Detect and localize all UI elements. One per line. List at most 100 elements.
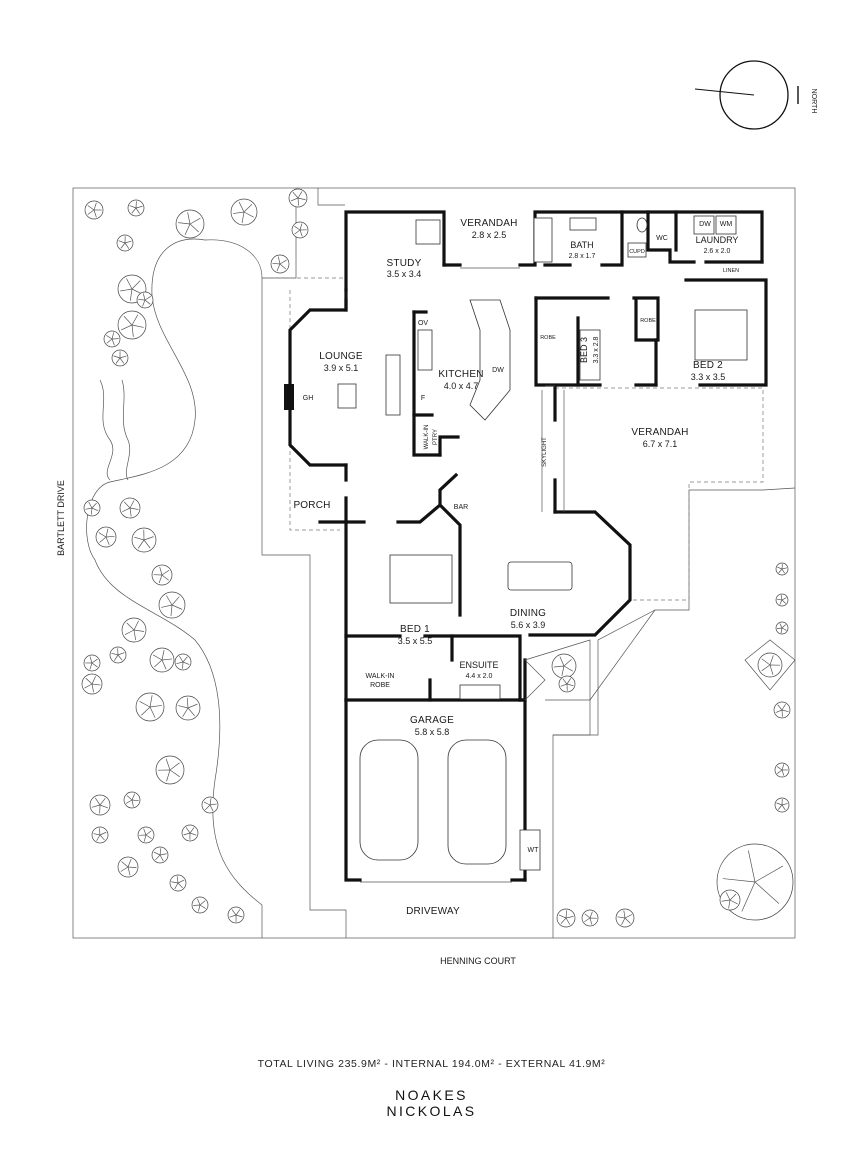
site-path [553, 609, 656, 736]
ensuite-name: ENSUITE [459, 660, 498, 670]
dashed-outlines [262, 277, 764, 601]
site-path [262, 188, 297, 279]
ensuite-dims: 4.4 x 2.0 [466, 673, 493, 680]
coffee-table [337, 383, 357, 409]
bed-3 [579, 329, 601, 381]
car-2 [447, 739, 507, 865]
tree-icon [127, 199, 145, 217]
verandah-east-name: VERANDAH [631, 427, 688, 438]
garage-name: GARAGE [410, 715, 454, 726]
toilet [636, 217, 648, 233]
fireplace [284, 384, 294, 410]
kitchen-island [469, 299, 511, 421]
fixture-robe-bed2: ROBE [640, 318, 656, 324]
tree-icon [91, 826, 109, 844]
site-path [261, 278, 347, 938]
fixture-wc: WC [656, 235, 668, 242]
wall [632, 296, 660, 342]
lounge-name: LOUNGE [319, 351, 363, 362]
tree-icon [135, 692, 165, 722]
tree-icon [169, 874, 187, 892]
garden-outline [204, 239, 263, 279]
lot-outline [72, 187, 796, 939]
tree-icon [121, 617, 147, 643]
fixture-skylight: SKYLIGHT [542, 437, 548, 467]
tree-icon [775, 621, 789, 635]
wall [412, 310, 442, 457]
tree-icon [174, 653, 192, 671]
tree-icon [270, 254, 290, 274]
water-tank [519, 829, 541, 871]
tree-icon [149, 647, 175, 673]
tree-icon [119, 497, 141, 519]
vanity [569, 217, 597, 231]
oven [417, 329, 433, 371]
garden-bed [744, 639, 796, 691]
fixture-robe-bed3: ROBE [540, 335, 556, 341]
dining-table [507, 561, 573, 591]
site-path [317, 188, 345, 206]
wall [438, 435, 460, 457]
wall [288, 288, 348, 467]
fixture-bar: BAR [454, 504, 468, 511]
wall [684, 278, 768, 387]
fixture-walkin-robe-1: WALK-IN [366, 673, 395, 680]
tree-icon [81, 673, 103, 695]
fixture-gh: GH [303, 395, 314, 402]
furniture [284, 215, 748, 871]
dishwasher [693, 215, 715, 235]
kitchen-name: KITCHEN [438, 369, 483, 380]
washing-machine [715, 215, 737, 235]
tree-icon [201, 796, 219, 814]
garage-dims: 5.8 x 5.8 [415, 727, 450, 737]
tree-icon [615, 908, 635, 928]
tree-icon [131, 527, 157, 553]
sofa [385, 354, 401, 416]
bed1-dims: 3.5 x 5.5 [398, 636, 433, 646]
ensuite-bay [524, 659, 546, 701]
tree-icon [89, 794, 111, 816]
wall [438, 472, 459, 507]
tree-icon [774, 797, 790, 813]
tree-icon [227, 906, 245, 924]
driveway-name: DRIVEWAY [406, 906, 460, 917]
fixture-walkin-ptry-2: PTRY [433, 429, 439, 445]
fixture-labels: DW WM WC CUPD LINEN ROBE ROBE OV DW F WA… [303, 221, 739, 854]
tree-icon [117, 310, 147, 340]
tree-icon [773, 701, 791, 719]
bed3-name: BED 3 [579, 337, 589, 363]
tree-icon [288, 188, 308, 208]
tree-icon [558, 675, 576, 693]
study-dims: 3.5 x 3.4 [387, 269, 422, 279]
wall [620, 210, 764, 264]
bed3-dims: 3.3 x 2.8 [593, 336, 600, 363]
tree-icon [137, 826, 155, 844]
north-label: NORTH [810, 89, 817, 114]
fixture-dw-kitchen: DW [492, 367, 504, 374]
fixture-cupd: CUPD [629, 249, 645, 255]
tree-icon [83, 499, 101, 517]
tree-icon [175, 695, 201, 721]
courtyard [524, 639, 591, 701]
cupboard [627, 242, 647, 258]
tree-icon [719, 889, 741, 911]
car-1 [359, 739, 419, 861]
bath-name: BATH [570, 240, 593, 250]
garden-outline [86, 238, 263, 938]
dining-dims: 5.6 x 3.9 [511, 620, 546, 630]
verandah-dash [555, 387, 764, 601]
tree-icon [136, 291, 154, 309]
kitchen-dims: 4.0 x 4.7 [444, 381, 479, 391]
room-labels: VERANDAH 2.8 x 2.5 STUDY 3.5 x 3.4 BATH … [293, 218, 738, 917]
tree-icon [181, 824, 199, 842]
laundry-name: LAUNDRY [696, 235, 739, 245]
tree-icon [775, 593, 789, 607]
study-name: STUDY [387, 258, 422, 269]
tree-icon [158, 591, 186, 619]
wall [528, 510, 632, 637]
street-south-label: HENNING COURT [440, 956, 516, 966]
tree-icon [191, 896, 209, 914]
fixture-linen: LINEN [723, 268, 739, 274]
wall [344, 210, 446, 292]
tree-icon [551, 653, 577, 679]
